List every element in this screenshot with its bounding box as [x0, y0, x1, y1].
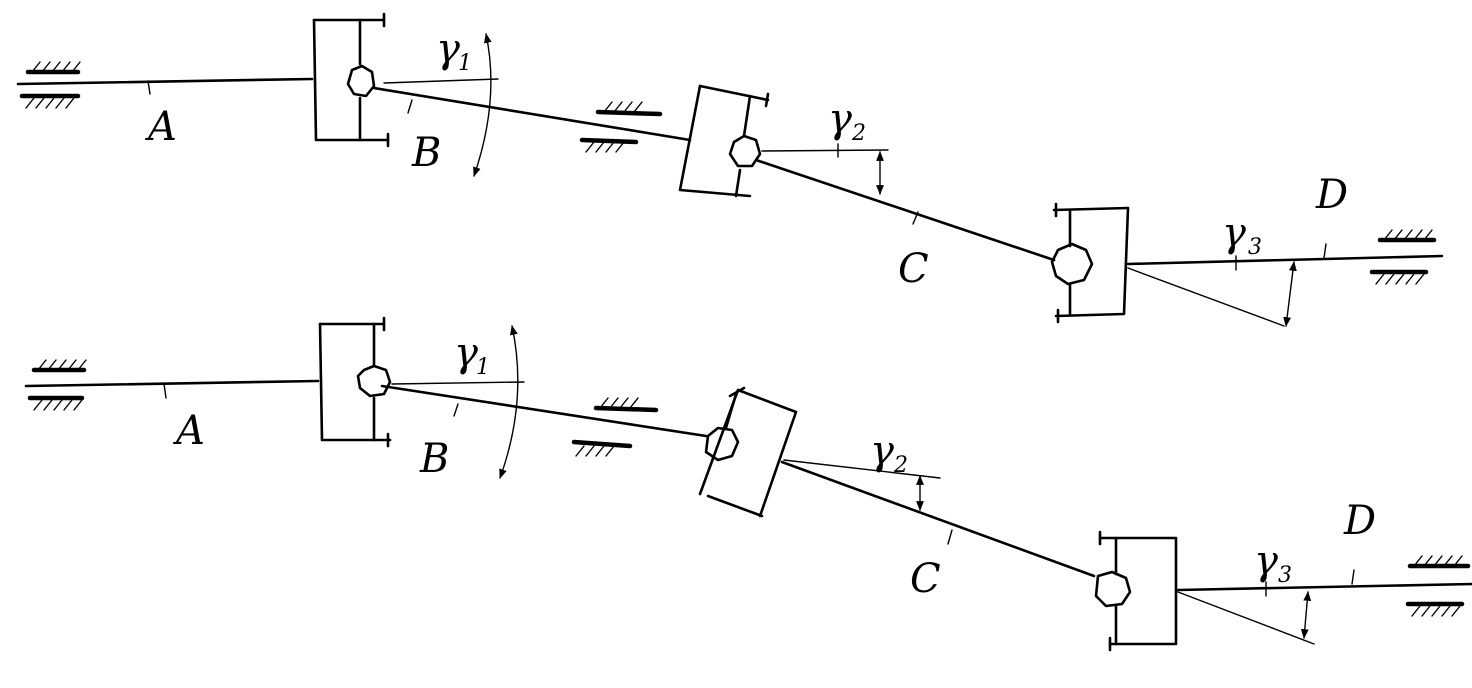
shaft-a	[16, 77, 314, 86]
fixed-support-hatch-icon	[1369, 229, 1437, 285]
gamma1-index: 1	[458, 51, 472, 76]
fixed-support-hatch-icon	[1405, 555, 1471, 617]
cardan-joint-icon	[1050, 202, 1130, 324]
shaft-d-label: D	[1343, 498, 1376, 544]
fixed-support-hatch-icon	[27, 359, 87, 411]
cardan-joint-icon	[1094, 530, 1178, 652]
fixed-support-hatch-icon	[19, 61, 81, 109]
shaft-b	[372, 86, 692, 142]
top-driveline: A B γ 1	[16, 12, 1444, 327]
shaft-d	[1126, 254, 1444, 266]
gamma3-index: 3	[1248, 235, 1262, 260]
gamma2-symbol: γ	[870, 428, 894, 474]
cardan-joint-icon	[312, 12, 390, 148]
angle-arrow-icon	[473, 33, 492, 177]
gamma2-index: 2	[893, 453, 908, 478]
shaft-d	[1176, 582, 1472, 592]
angle-arrow-icon	[1300, 591, 1312, 639]
shaft-c-label: C	[910, 556, 941, 602]
shaft-c	[754, 158, 1056, 262]
gamma2-symbol: γ	[828, 96, 852, 142]
fixed-support-hatch-icon	[579, 101, 663, 153]
shaft-b-label: B	[419, 436, 449, 482]
bottom-driveline: A B γ 1	[24, 316, 1472, 652]
shaft-b	[380, 384, 708, 438]
gamma3-symbol: γ	[1254, 538, 1278, 584]
cardan-joint-icon	[698, 386, 798, 518]
gamma3-index: 3	[1278, 563, 1292, 588]
cardan-joint-icon	[678, 84, 770, 198]
cardan-joint-icon	[318, 316, 392, 448]
gamma3-symbol: γ	[1222, 210, 1246, 256]
shaft-b-label: B	[411, 130, 441, 176]
shaft-c	[780, 460, 1096, 578]
gamma1-index: 1	[476, 355, 490, 380]
gamma1-symbol: γ	[454, 330, 478, 376]
shaft-c-label: C	[898, 246, 929, 292]
shaft-a-label: A	[144, 104, 177, 150]
shaft-a	[24, 379, 320, 388]
angle-arrow-icon	[1283, 261, 1297, 327]
gamma2-index: 2	[851, 121, 866, 146]
fixed-support-hatch-icon	[571, 397, 659, 457]
angle-arrow-icon	[499, 325, 519, 479]
gamma1-symbol: γ	[436, 26, 460, 72]
shaft-a-label: A	[172, 408, 205, 454]
shaft-d-label: D	[1315, 172, 1348, 218]
